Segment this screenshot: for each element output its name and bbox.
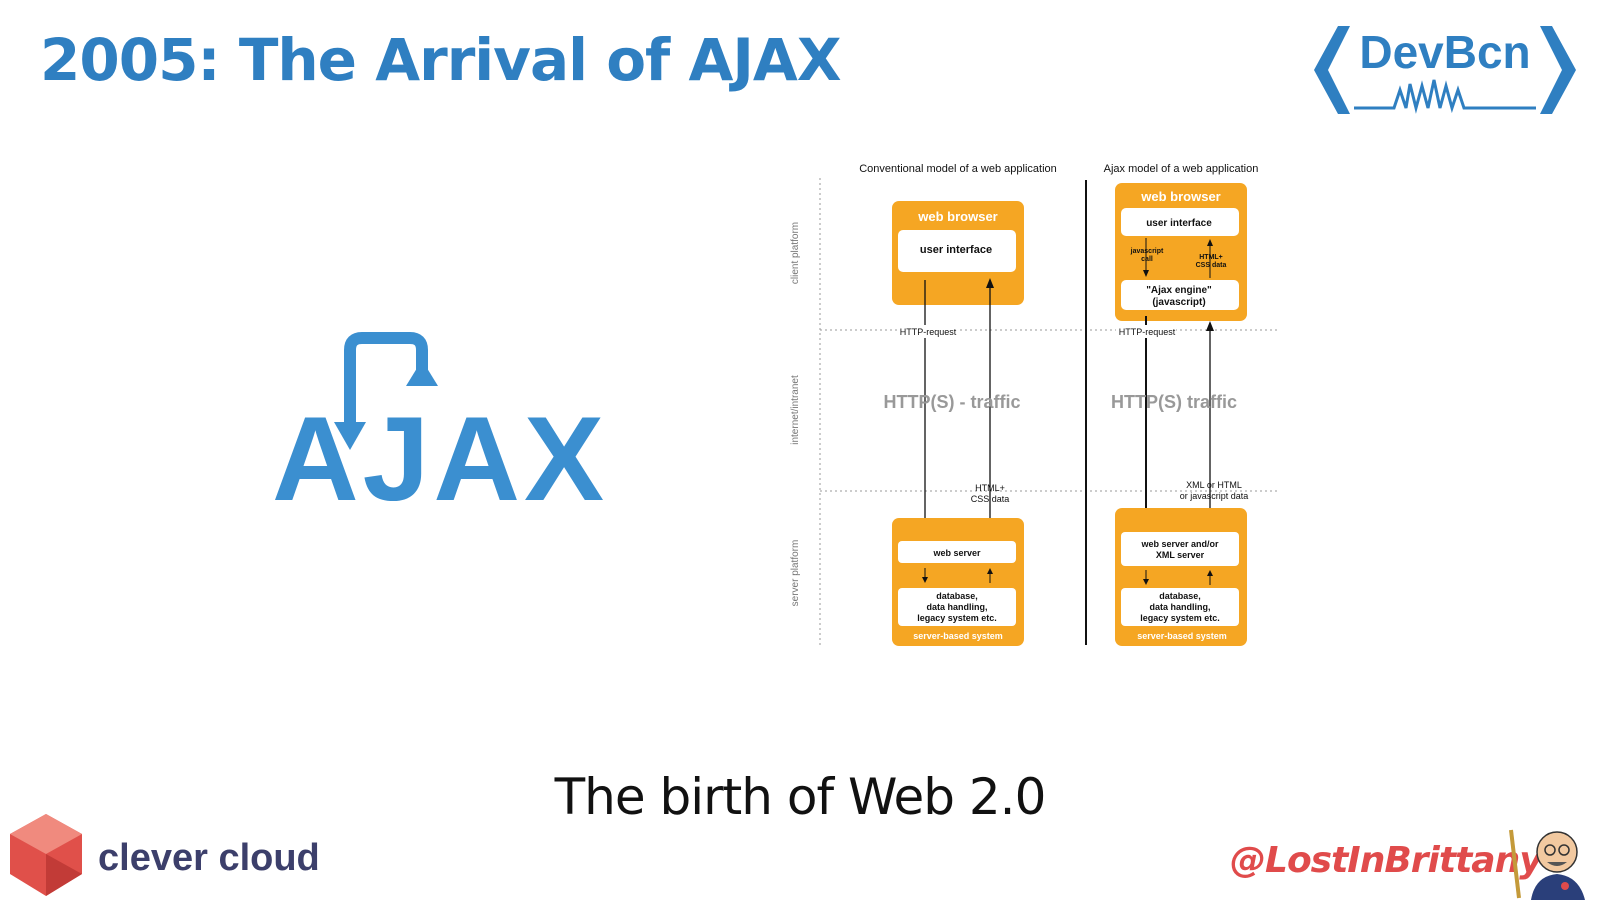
devbcn-skyline-icon (1354, 79, 1536, 114)
conventional-web-server-label: web server (932, 548, 981, 558)
avatar-glasses-left (1544, 844, 1556, 856)
conventional-response-arrowhead-icon (986, 278, 994, 288)
ajax-web-server-box (1121, 532, 1239, 566)
conventional-request-label-bg (898, 325, 958, 338)
ajax-engine-label-line1: "Ajax engine" (1146, 285, 1212, 296)
clever-cloud-hexagon-facet (46, 854, 82, 896)
devbcn-left-bracket (1314, 26, 1350, 114)
devbcn-logo: DevBcn (1314, 26, 1576, 114)
ajax-request-label-bg (1116, 325, 1176, 338)
ajax-browser-label: web browser (1140, 189, 1220, 204)
ajax-html-css-label-line2: CSS data (1196, 262, 1227, 269)
slide-subtitle: The birth of Web 2.0 (554, 768, 1047, 826)
ajax-db-label-line1: database, (1159, 591, 1201, 601)
ajax-db-label-line3: legacy system etc. (1140, 613, 1220, 623)
ajax-down-arrow-icon (334, 422, 366, 450)
ajax-web-server-label-line2: XML server (1156, 550, 1205, 560)
conventional-response-label-line1: HTML+ (975, 483, 1005, 493)
conventional-response-label-line2: CSS data (971, 494, 1010, 504)
conventional-http-request-label: HTTP-request (900, 327, 957, 337)
ajax-response-label-line1: XML or HTML (1186, 480, 1242, 490)
ajax-response-arrowhead-icon (1206, 321, 1214, 331)
ajax-db-label-line2: data handling, (1149, 602, 1210, 612)
conventional-web-server-box (898, 541, 1016, 563)
ajax-html-css-label-line1: HTML+ (1199, 254, 1223, 261)
conventional-browser-label: web browser (917, 209, 997, 224)
avatar-beard (1547, 862, 1567, 866)
conventional-db-down-arrowhead-icon (922, 577, 928, 583)
ajax-js-call-label-line1: javascript (1130, 248, 1164, 255)
ajax-system-label: server-based system (1137, 631, 1227, 641)
ajax-model-title: Ajax model of a web application (1104, 163, 1259, 175)
ajax-http-request-label: HTTP-request (1119, 327, 1176, 337)
ajax-html-css-arrowhead-icon (1207, 239, 1213, 246)
clever-cloud-text: clever cloud (98, 837, 320, 879)
ajax-ui-label: user interface (1146, 218, 1212, 229)
ajax-architecture-diagram: Conventional model of a web application … (790, 163, 1280, 646)
devbcn-text: DevBcn (1359, 26, 1530, 78)
conventional-system-label: server-based system (913, 631, 1003, 641)
ajax-logo-text: AJAX (272, 392, 608, 520)
conventional-model-title: Conventional model of a web application (859, 163, 1057, 175)
twitter-handle: @LostInBrittany (1230, 840, 1543, 881)
speaker-avatar (1509, 829, 1585, 900)
ajax-up-arrow-icon (406, 360, 438, 386)
conventional-db-label-line2: data handling, (926, 602, 987, 612)
ajax-engine-label-line2: (javascript) (1152, 297, 1205, 308)
conventional-db-box (898, 588, 1016, 626)
ajax-db-up-arrowhead-icon (1207, 570, 1213, 576)
ajax-logo: AJAX (272, 332, 608, 520)
clever-cloud-logo: clever cloud (10, 814, 320, 896)
avatar-badge-icon (1561, 882, 1569, 890)
ajax-web-server-label-line1: web server and/or (1140, 539, 1219, 549)
ajax-engine-box (1121, 280, 1239, 310)
server-platform-label: server platform (790, 540, 801, 607)
ajax-ui-box (1121, 208, 1239, 236)
ajax-db-down-arrowhead-icon (1143, 579, 1149, 585)
internet-intranet-label: internet/intranet (790, 375, 801, 445)
ajax-db-box (1121, 588, 1239, 626)
devbcn-right-bracket (1540, 26, 1576, 114)
ajax-js-call-arrowhead-icon (1143, 270, 1149, 277)
ajax-loop-icon (344, 332, 428, 430)
conventional-db-label-line3: legacy system etc. (917, 613, 997, 623)
conventional-db-label-line1: database, (936, 591, 978, 601)
conventional-db-up-arrowhead-icon (987, 568, 993, 574)
conventional-ui-box (898, 230, 1016, 272)
conventional-traffic-label: HTTP(S) - traffic (884, 392, 1021, 412)
ajax-traffic-label: HTTP(S) traffic (1111, 392, 1237, 412)
ajax-response-label-line2: or javascript data (1180, 491, 1249, 501)
slide-title: 2005: The Arrival of AJAX (40, 26, 842, 94)
avatar-shirt (1531, 874, 1585, 900)
ajax-js-call-label-line2: call (1141, 256, 1153, 263)
pencil-icon (1509, 829, 1521, 899)
conventional-server-box (892, 518, 1024, 646)
conventional-ui-label: user interface (920, 244, 992, 256)
avatar-glasses-right (1558, 844, 1570, 856)
client-platform-label: client platform (790, 222, 801, 284)
clever-cloud-hexagon-top (10, 814, 82, 854)
